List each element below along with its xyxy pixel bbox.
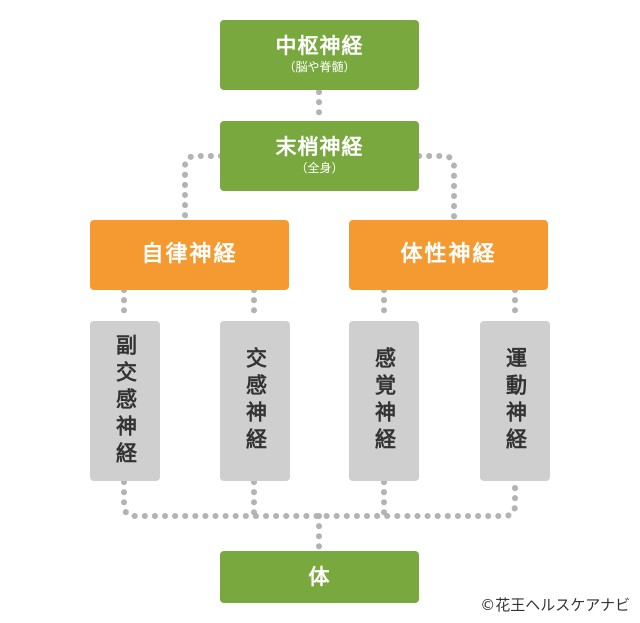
- motor-nerve-node: 運動神経: [480, 321, 550, 481]
- somatic-nervous-system-label: 体性神経: [400, 242, 497, 268]
- motor-nerve-label: 運動神経: [503, 347, 528, 455]
- sympathetic-nerve-label: 交感神経: [243, 347, 268, 455]
- parasympathetic-nerve-node: 副交感神経: [90, 321, 160, 481]
- autonomic-nervous-system-label: 自律神経: [141, 242, 238, 268]
- sensory-nerve-label: 感覚神経: [372, 347, 397, 455]
- connector-peripheral-autonomic: [182, 153, 224, 221]
- sensory-nerve-node: 感覚神経: [349, 321, 419, 481]
- somatic-nervous-system-node: 体性神経: [349, 220, 548, 290]
- parasympathetic-nerve-label: 副交感神経: [113, 333, 138, 469]
- body-label: 体: [308, 564, 331, 589]
- sympathetic-nerve-node: 交感神経: [220, 321, 290, 481]
- connector-bus: [121, 479, 518, 519]
- connector-peripheral-somatic: [416, 153, 457, 221]
- peripheral-nervous-system-node: 末梢神経 （全身）: [220, 121, 419, 191]
- peripheral-nervous-system-label: 末梢神経: [275, 135, 364, 160]
- central-nervous-system-sub: （脳や脊髄）: [283, 60, 356, 75]
- peripheral-nervous-system-sub: （全身）: [295, 161, 344, 176]
- central-nervous-system-node: 中枢神経 （脳や脊髄）: [220, 20, 419, 90]
- body-node: 体: [220, 551, 419, 603]
- central-nervous-system-label: 中枢神経: [275, 34, 364, 59]
- copyright-credit: ©花王ヘルスケアナビ: [480, 596, 630, 614]
- autonomic-nervous-system-node: 自律神経: [90, 220, 289, 290]
